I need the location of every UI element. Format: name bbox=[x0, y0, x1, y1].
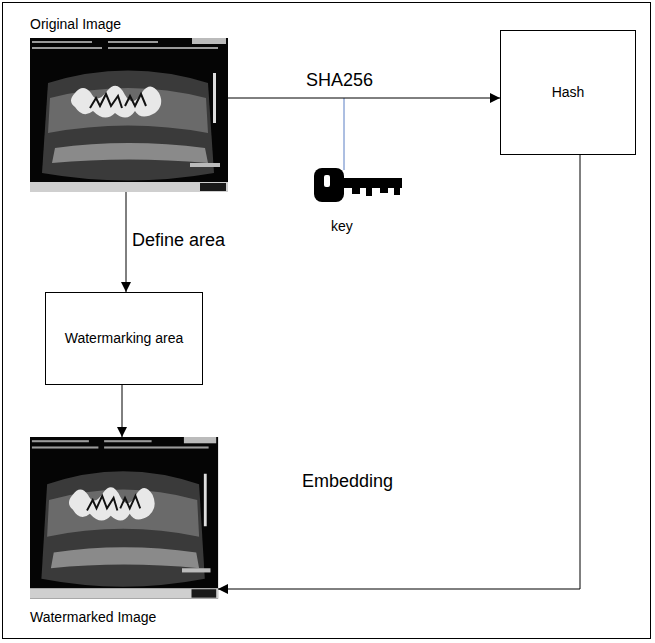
ultrasound-image bbox=[30, 437, 218, 599]
arrow-connector bbox=[122, 385, 123, 437]
key-line bbox=[344, 98, 345, 170]
key-label: key bbox=[331, 218, 353, 234]
hash-box: Hash bbox=[500, 30, 636, 155]
original-image: Original Image bbox=[30, 38, 228, 192]
watermarking-area-box: Watermarking area bbox=[45, 292, 203, 385]
image-heading: Watermarked Image bbox=[30, 609, 156, 625]
box-text: Watermarking area bbox=[65, 330, 184, 347]
image-heading: Original Image bbox=[30, 16, 121, 32]
arrow-connector bbox=[126, 192, 127, 292]
edge-label: SHA256 bbox=[304, 70, 375, 91]
edge-label: Embedding bbox=[300, 471, 395, 492]
watermarked-image: Watermarked Image bbox=[30, 437, 218, 599]
box-text: Hash bbox=[552, 84, 585, 101]
ultrasound-image bbox=[30, 38, 228, 192]
key-icon bbox=[314, 168, 402, 202]
arrow-connector bbox=[228, 98, 500, 99]
arrow-connector bbox=[218, 155, 580, 589]
edge-label: Define area bbox=[130, 230, 227, 251]
